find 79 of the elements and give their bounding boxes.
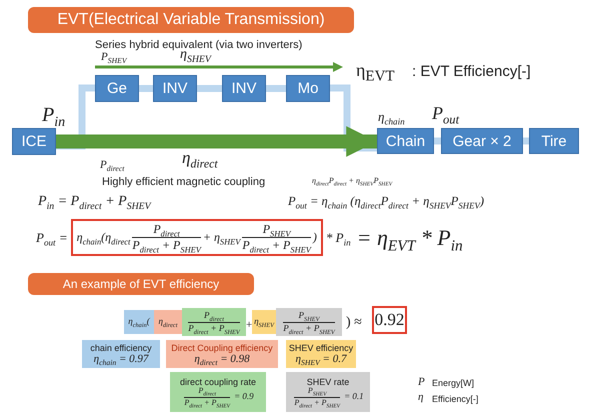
highlight-box [276, 308, 342, 336]
math-text: * P$_{in}$ [326, 230, 351, 245]
math-label: η$_{chain}$ [378, 109, 405, 124]
parameter-card [286, 340, 356, 368]
shaft-connector [434, 138, 441, 144]
math-text: η$_{chain}$( [128, 317, 150, 327]
parameter-card [170, 372, 266, 412]
card-heading: Direct Coupling efficiency [171, 342, 273, 354]
fraction-numerator: P$_{direct}$ [153, 223, 180, 236]
math-text: ) [312, 231, 317, 244]
shaft-connector [56, 84, 95, 150]
shaft-connector [139, 85, 153, 92]
math-label: P$_{in}$ [42, 104, 66, 126]
card-heading: SHEV efficiency [288, 342, 354, 354]
math-symbol: ) ≈ [346, 315, 362, 330]
result-box [372, 306, 407, 334]
math-label: P$_{in}$ = P$_{direct}$ + P$_{SHEV}$ [38, 194, 151, 209]
math-text: η$_{direct}$ [158, 317, 178, 327]
math-label: η$_{direct}$P$_{direct}$ + η$_{SHEV}$P$_{SHEV}$ [312, 176, 392, 185]
fraction-numerator: P$_{SHEV}$ [262, 223, 291, 236]
parameter-card [286, 372, 370, 412]
math-label: η$_{direct}$ [182, 148, 218, 167]
math-label: P$_{direct}$ [100, 159, 124, 171]
component-box: Gear × 2 [441, 128, 523, 154]
rate-value: = 0.9 [234, 392, 254, 402]
fraction-denominator: P$_{direct}$ + P$_{SHEV}$ [188, 324, 240, 334]
parameter-card [82, 340, 160, 368]
annotation-text: Energy[W] [432, 378, 474, 388]
math-text: η$_{chain}$(η$_{direct}$ [76, 231, 130, 244]
parameter-card [166, 340, 278, 368]
component-box: ICE [12, 128, 56, 155]
card-heading: direct coupling rate [180, 376, 256, 387]
math-symbol: + [246, 319, 252, 331]
title-banner: An example of EVT efficiency [28, 273, 254, 295]
highlight-box [124, 310, 154, 334]
fraction-numerator: P$_{direct}$ [198, 386, 216, 396]
math-label: P$_{out}$ = η$_{chain}$ (η$_{direct}$P$_{direct}$ + η$_{SHEV}$P$_{SHEV}$) [288, 194, 484, 208]
card-heading: chain efficiency [90, 342, 152, 354]
shaft-connector [330, 84, 377, 152]
annotation-text: : EVT Efficiency[-] [412, 63, 531, 80]
math-text: η$_{chain}$ = 0.97 [94, 353, 148, 366]
math-text: η$_{direct}$ = 0.98 [194, 353, 250, 366]
power-flow-arrow [56, 126, 377, 157]
math-symbol: η$_{EVT}$ [356, 60, 395, 80]
fraction-denominator: P$_{direct}$ + P$_{SHEV}$ [184, 398, 230, 408]
math-label: P$_{out}$ [432, 103, 460, 123]
title-banner: EVT(Electrical Variable Transmission) [28, 7, 354, 33]
component-box: Chain [377, 128, 434, 154]
component-box: Mo [286, 75, 330, 102]
shaft-connector [197, 85, 222, 92]
component-box: Tire [529, 128, 579, 154]
component-box: Ge [95, 75, 139, 102]
result-value: 0.92 [374, 310, 404, 330]
card-heading: SHEV rate [306, 376, 350, 387]
rate-value: = 0.1 [344, 392, 364, 402]
fraction-numerator: P$_{SHEV}$ [298, 310, 320, 320]
fraction-numerator: P$_{SHEV}$ [308, 386, 326, 396]
highlight-box [252, 310, 276, 334]
math-label: η [418, 391, 424, 403]
math-text: + η$_{SHEV}$ [202, 231, 240, 244]
fraction-denominator: P$_{direct}$ + P$_{SHEV}$ [283, 324, 335, 334]
math-text: η$_{SHEV}$ [254, 317, 274, 327]
math-text: η$_{SHEV}$ = 0.7 [296, 353, 346, 366]
math-text: P$_{out}$ = [36, 230, 68, 245]
highlight-box [182, 308, 246, 336]
annotation-text: Efficiency[-] [432, 394, 478, 404]
fraction-denominator: P$_{direct}$ + P$_{SHEV}$ [132, 239, 201, 252]
math-label: P [418, 376, 425, 388]
math-text: = η$_{EVT}$ * P$_{in}$ [356, 224, 463, 250]
highlight-box [154, 310, 182, 334]
component-box: INV [222, 75, 266, 102]
math-label: P$_{SHEV}$ [101, 51, 127, 63]
fraction-denominator: P$_{direct}$ + P$_{SHEV}$ [294, 398, 340, 408]
annotation-text: Highly efficient magnetic coupling [102, 176, 266, 188]
component-box: INV [153, 75, 197, 102]
fraction-denominator: P$_{direct}$ + P$_{SHEV}$ [242, 239, 311, 252]
shaft-connector [523, 138, 529, 144]
shaft-connector [266, 85, 286, 92]
fraction-numerator: P$_{direct}$ [204, 310, 224, 320]
